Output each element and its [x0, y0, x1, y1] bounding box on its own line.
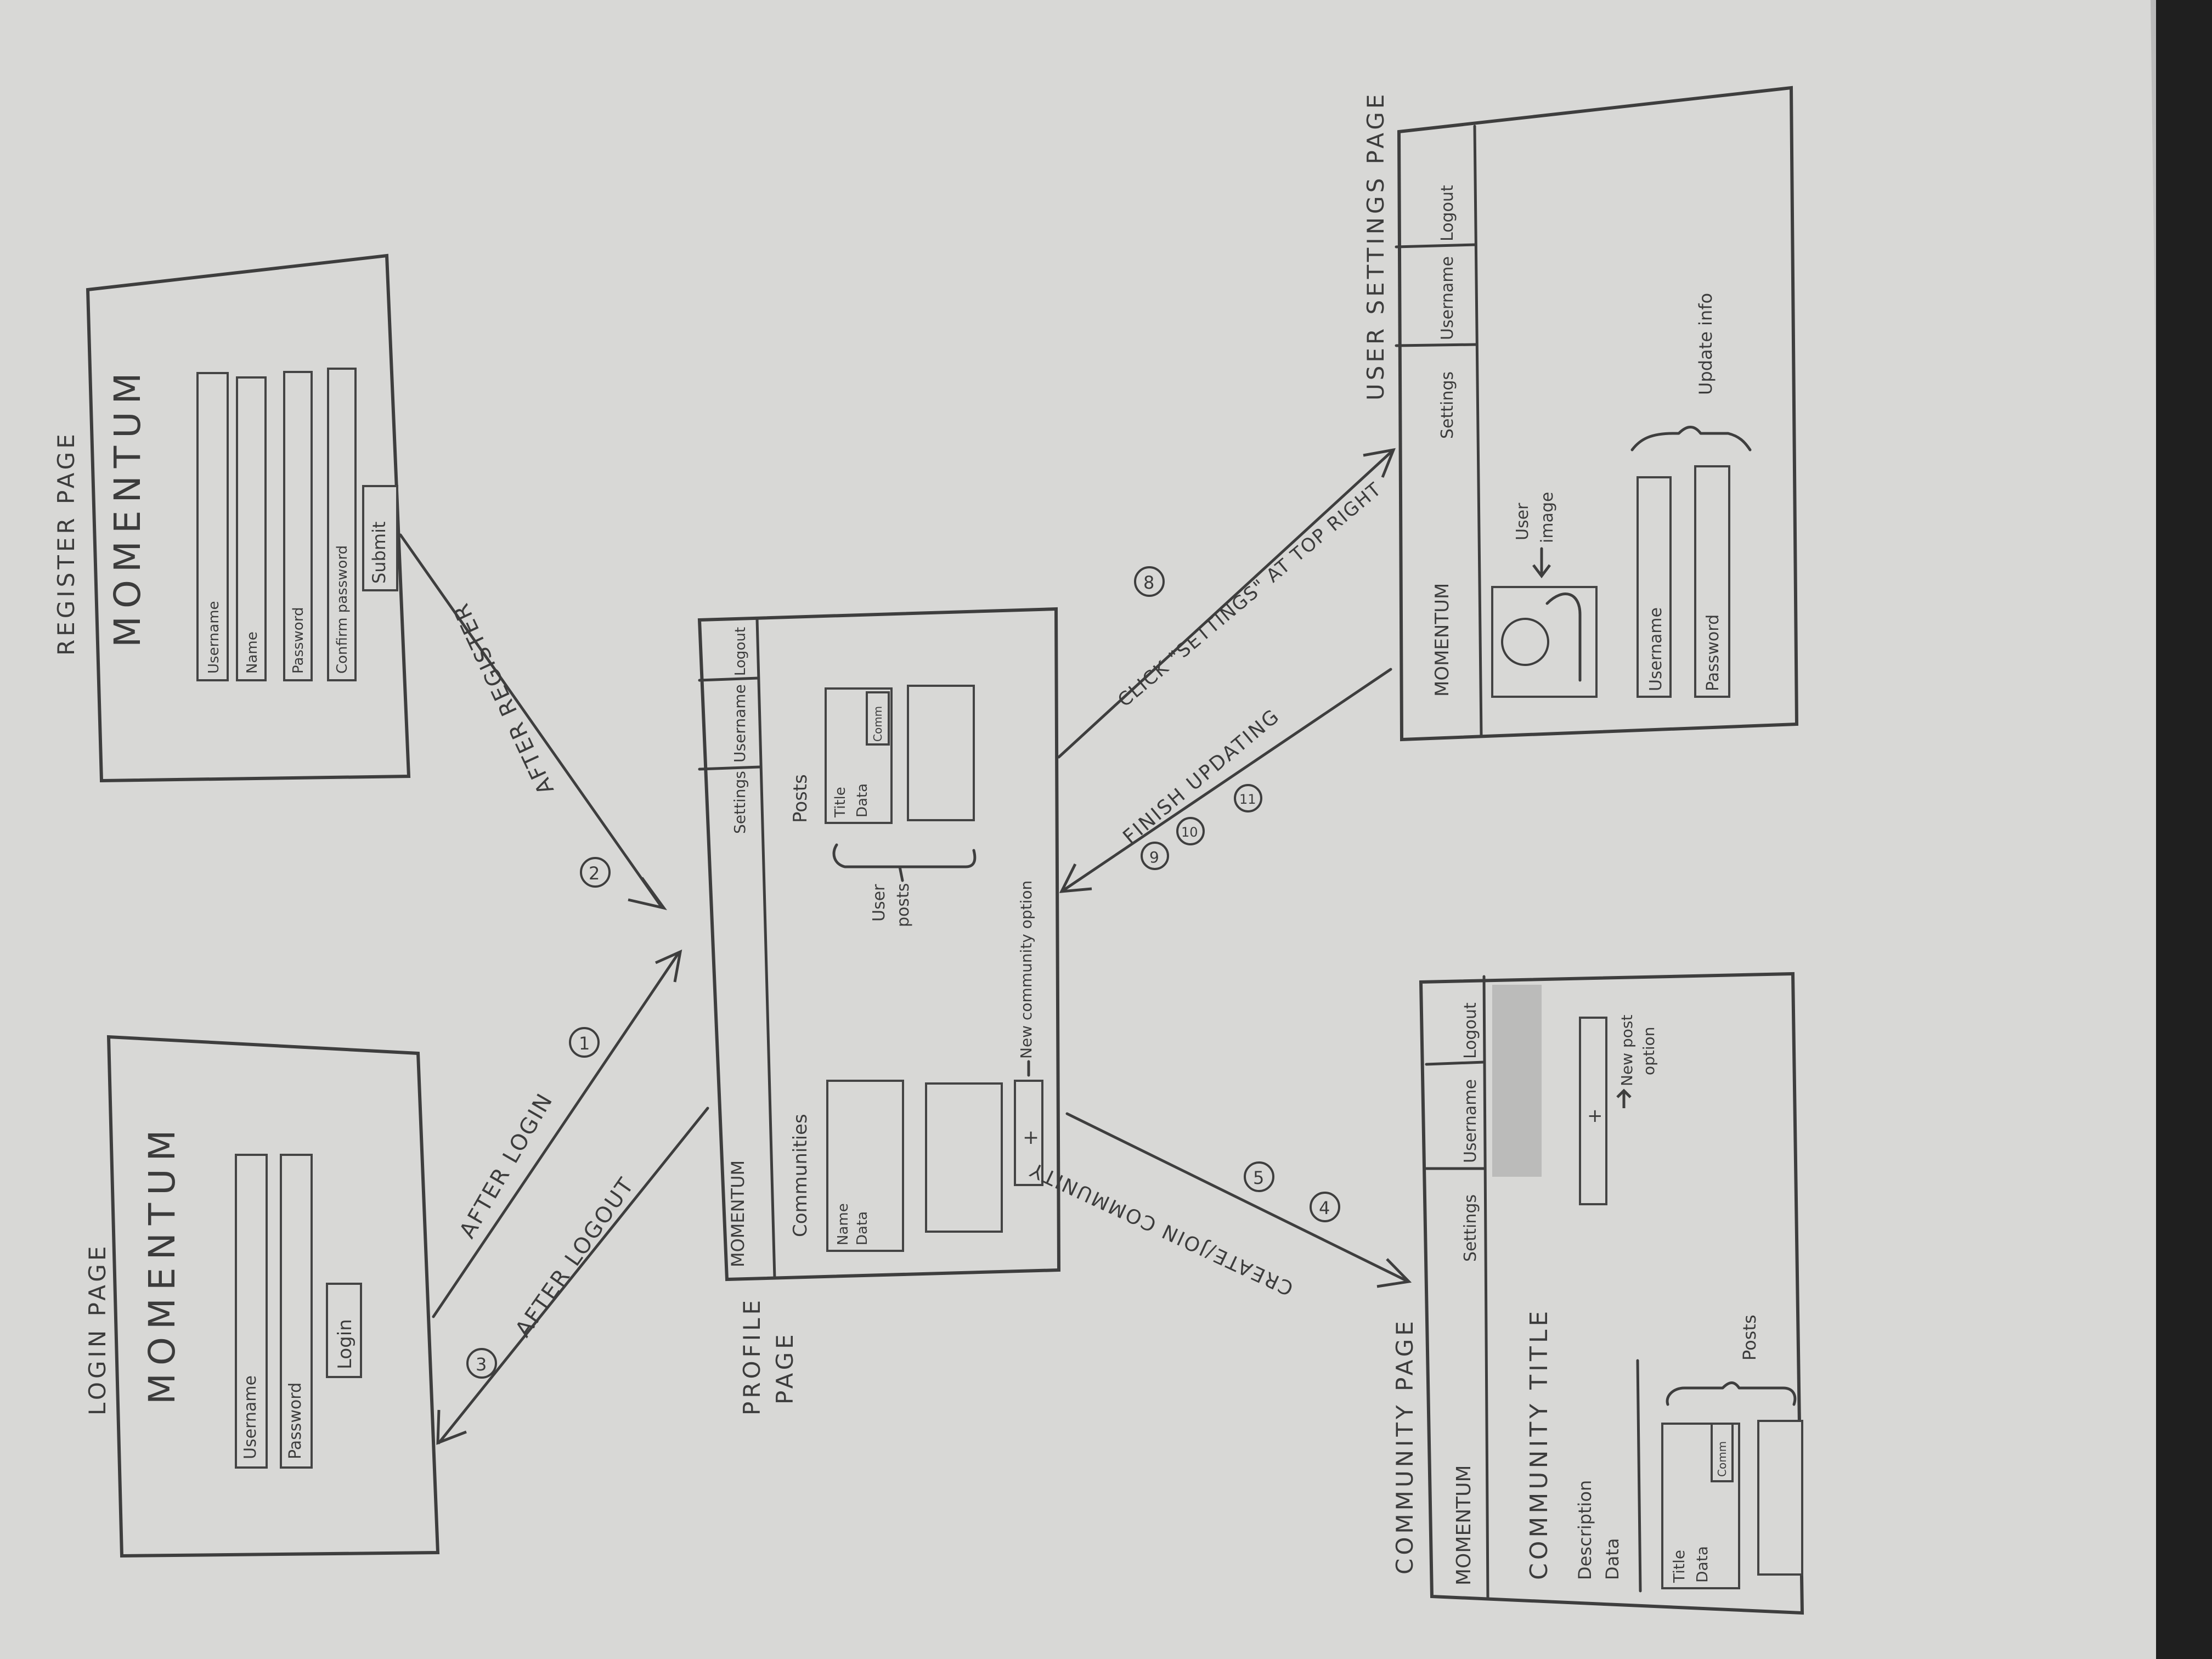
login-password-label: Password [286, 1383, 305, 1459]
register-submit-button[interactable] [362, 485, 398, 591]
new-post-button[interactable] [1579, 1017, 1607, 1205]
click-settings-step: 8 [1143, 572, 1154, 593]
new-post-label: New post [1618, 1015, 1636, 1086]
community-data: Data [1602, 1538, 1623, 1580]
new-post-label-2: option [1640, 1026, 1658, 1075]
register-username-field[interactable] [196, 372, 229, 681]
profile-nav-brand[interactable]: MOMENTUM [727, 1160, 748, 1267]
register-confirm-password-label: Confirm password [334, 545, 351, 674]
profile-page-label: PROFILE PAGE [738, 1297, 798, 1415]
finish-updating-step-10: 10 [1181, 825, 1198, 840]
register-logo: MOMENTUM [106, 365, 149, 647]
login-username-field[interactable] [235, 1154, 268, 1469]
community-page-label: COMMUNITY PAGE [1391, 1318, 1418, 1575]
new-community-note: New community option [1017, 881, 1035, 1059]
community-post-comm-label: Comm [1716, 1441, 1729, 1477]
community-description: Description [1575, 1480, 1595, 1580]
post-comm-button[interactable] [866, 691, 890, 746]
register-page-title: REGISTER PAGE [53, 431, 80, 656]
profile-community-card[interactable] [826, 1080, 904, 1252]
settings-page-label: USER SETTINGS PAGE [1362, 91, 1389, 400]
settings-username-field[interactable] [1637, 476, 1672, 698]
community-title: COMMUNITY TITLE [1525, 1308, 1553, 1580]
after-logout-step: 3 [476, 1354, 487, 1375]
post-comm-label: Comm [871, 706, 884, 742]
settings-page-title: USER SETTINGS PAGE [1362, 91, 1389, 400]
user-posts-label: User [870, 884, 889, 922]
community-nav-brand[interactable]: MOMENTUM [1453, 1465, 1475, 1585]
community-posts-note: Posts [1739, 1314, 1760, 1361]
after-register-step: 2 [589, 863, 600, 884]
profile-post-card-2[interactable] [907, 685, 975, 821]
user-avatar-icon [1501, 618, 1549, 666]
register-username-label: Username [206, 601, 222, 674]
community-nav-settings[interactable]: Settings [1461, 1194, 1480, 1262]
login-logo: MOMENTUM [141, 1122, 183, 1404]
user-image-label: User [1513, 503, 1532, 540]
new-community-button[interactable] [1014, 1080, 1043, 1186]
post-card-title: Title [832, 787, 849, 818]
profile-posts-heading: Posts [789, 774, 811, 823]
register-name-field[interactable] [236, 376, 267, 681]
new-community-plus: + [1023, 1126, 1039, 1149]
post-card-data: Data [854, 783, 871, 817]
community-banner-smudge [1492, 985, 1542, 1177]
create-join-step-5: 5 [1253, 1167, 1264, 1188]
login-button-label: Login [334, 1319, 356, 1369]
user-image-label-2: image [1538, 492, 1557, 543]
profile-page-frame: MOMENTUM Settings Username Logout Commun… [697, 607, 1061, 1282]
right-shadow [2156, 0, 2212, 1659]
update-info-label: Update info [1695, 293, 1716, 395]
settings-nav-logout[interactable]: Logout [1438, 185, 1457, 241]
community-nav-username[interactable]: Username [1461, 1079, 1480, 1163]
register-name-label: Name [244, 631, 261, 674]
after-login-step: 1 [579, 1033, 590, 1054]
profile-nav-settings[interactable]: Settings [731, 771, 749, 834]
settings-username-label: Username [1646, 607, 1666, 691]
community-card-name: Name [835, 1203, 851, 1245]
profile-communities-heading: Communities [789, 1114, 811, 1237]
login-page-label: LOGIN PAGE [84, 1243, 111, 1415]
login-button[interactable] [326, 1283, 362, 1378]
create-join-step-4: 4 [1319, 1198, 1330, 1218]
register-password-field[interactable] [283, 371, 313, 681]
register-submit-label: Submit [369, 521, 390, 584]
login-password-field[interactable] [280, 1154, 313, 1469]
finish-updating-step-11: 11 [1239, 792, 1256, 807]
settings-page-frame: MOMENTUM Settings Username Logout User i… [1395, 86, 1799, 742]
finish-updating-step-9: 9 [1149, 848, 1159, 866]
community-post-data: Data [1693, 1546, 1711, 1583]
community-post-title: Title [1670, 1550, 1688, 1583]
community-nav-logout[interactable]: Logout [1461, 1002, 1480, 1059]
register-confirm-password-field[interactable] [327, 368, 357, 681]
user-posts-label-2: posts [894, 883, 913, 927]
login-page-frame: MOMENTUM Username Password Login [106, 1035, 440, 1558]
community-card-data: Data [854, 1211, 871, 1245]
settings-nav-settings[interactable]: Settings [1438, 371, 1457, 439]
settings-password-label: Password [1703, 614, 1723, 691]
community-page-title: COMMUNITY PAGE [1391, 1318, 1418, 1575]
community-post-card-2[interactable] [1757, 1420, 1803, 1576]
register-password-label: Password [290, 607, 307, 674]
settings-password-field[interactable] [1694, 465, 1730, 698]
community-page-frame: MOMENTUM Settings Username Logout COMMUN… [1419, 972, 1804, 1615]
login-page-title: LOGIN PAGE [84, 1243, 111, 1415]
community-post-comm-button[interactable] [1711, 1423, 1734, 1482]
profile-page-title-2: PAGE [771, 1331, 798, 1404]
new-post-plus: + [1587, 1105, 1603, 1127]
profile-nav-username[interactable]: Username [731, 684, 749, 763]
settings-nav-brand[interactable]: MOMENTUM [1431, 583, 1453, 697]
profile-page-title: PROFILE [738, 1297, 765, 1415]
profile-community-card-2[interactable] [925, 1082, 1003, 1233]
login-username-label: Username [241, 1375, 260, 1459]
register-page-frame: MOMENTUM Username Name Password Confirm … [86, 253, 411, 783]
profile-nav-logout[interactable]: Logout [732, 627, 749, 676]
register-page-label: REGISTER PAGE [53, 431, 80, 656]
settings-nav-username[interactable]: Username [1438, 256, 1457, 340]
